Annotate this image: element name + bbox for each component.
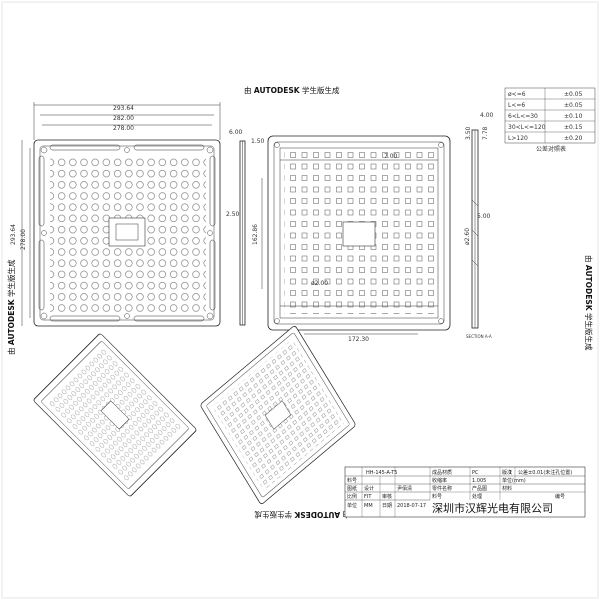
rear-dim-height: 162.86 [252, 224, 259, 245]
isometric-front [33, 333, 197, 497]
svg-text:产品图: 产品图 [472, 485, 487, 492]
tb-material: PC [472, 470, 479, 476]
rear-dim-hole: ø2.00 [311, 280, 328, 287]
svg-text:单位(mm): 单位(mm) [502, 477, 526, 484]
svg-text:由 AUTODESK 学生版生成: 由 AUTODESK 学生版生成 [584, 255, 594, 351]
rear-view: 7.00 162.86 ø2.00 172.30 [252, 135, 451, 343]
svg-text:编号: 编号 [555, 493, 565, 500]
svg-text:零件名称: 零件名称 [432, 485, 452, 492]
svg-text:日期: 日期 [382, 503, 392, 509]
svg-text:FIT: FIT [364, 494, 372, 500]
svg-text:材料: 材料 [502, 485, 512, 492]
section-dim-lip: 4.00 [480, 112, 494, 119]
side-dim-lip: 1.50 [251, 138, 265, 145]
isometric-rear [200, 326, 356, 504]
tol-value-4: ±0.20 [564, 135, 583, 142]
svg-text:尹佰清: 尹佰清 [397, 485, 412, 492]
tb-material-label: 成品材质 [432, 469, 452, 476]
section-dim-depth: 3.50 [465, 126, 472, 140]
title-block: HH-145-A-T5 成品材质 PC 版次 1 公差±0.01(未注孔位置) … [344, 466, 586, 518]
tb-rev: 1 [509, 470, 512, 476]
svg-text:单位: 单位 [347, 502, 357, 509]
tol-range-2: 6<L<=30 [508, 113, 538, 120]
tol-value-1: ±0.05 [564, 102, 583, 109]
svg-text:图纸: 图纸 [347, 485, 357, 492]
tol-range-4: L>120 [508, 135, 528, 142]
tol-caption: 公差对照表 [536, 145, 566, 153]
tol-value-3: ±0.15 [564, 124, 583, 131]
svg-text:设计: 设计 [364, 485, 374, 492]
section-dim-hole: ø2.60 [464, 228, 471, 245]
front-dim-overall: 293.64 [113, 105, 134, 112]
section-label: SECTION A-A [466, 334, 492, 339]
tolerance-table: ø<=6 ±0.05 L<=6 ±0.05 6<L<=30 ±0.10 30<L… [504, 87, 596, 153]
watermark-bottom: 由 AUTODESK 学生版生成 [254, 510, 350, 520]
watermark-left: 由 AUTODESK 学生版生成 [6, 259, 16, 355]
tol-range-0: ø<=6 [508, 91, 526, 98]
tb-company: 深圳市汉辉光电有限公司 [432, 501, 553, 515]
front-dim-height-inner: 278.00 [20, 229, 27, 250]
front-dim-holes: 278.00 [113, 125, 134, 132]
svg-text:收缩率: 收缩率 [432, 477, 447, 484]
svg-text:处理: 处理 [472, 493, 482, 500]
tol-range-1: L<=6 [508, 102, 525, 109]
side-dim-step: 2.50 [226, 211, 240, 218]
svg-text:料号: 料号 [347, 477, 357, 484]
section-dim-offset: 5.00 [477, 213, 491, 220]
front-view: 293.64 282.00 278.00 293.64 278.00 [10, 102, 221, 327]
side-view: 6.00 1.50 2.50 [226, 129, 265, 326]
section-view: 4.00 3.50 7.78 ø2.60 5.00 SECTION A-A [464, 112, 494, 339]
tol-value-2: ±0.10 [564, 113, 583, 120]
svg-text:由 AUTODESK 学生版生成: 由 AUTODESK 学生版生成 [6, 259, 16, 355]
rear-dim-width: 172.30 [348, 336, 369, 343]
svg-text:由 AUTODESK 学生版生成: 由 AUTODESK 学生版生成 [244, 85, 340, 95]
watermark-right: 由 AUTODESK 学生版生成 [584, 255, 594, 351]
tol-value-0: ±0.05 [564, 91, 583, 98]
svg-text:比例: 比例 [347, 493, 357, 500]
tb-part-no: HH-145-A-T5 [366, 470, 397, 476]
svg-text:2018-07-17: 2018-07-17 [397, 503, 426, 509]
svg-text:由 AUTODESK 学生版生成: 由 AUTODESK 学生版生成 [254, 510, 350, 520]
rear-dim-pitch: 7.00 [384, 153, 398, 160]
side-dim-thickness: 6.00 [229, 129, 243, 136]
svg-text:料号: 料号 [432, 493, 442, 500]
tb-tol-note: 公差±0.01(未注孔位置) [518, 469, 572, 476]
front-dim-height: 293.64 [10, 224, 17, 245]
svg-text:1.005: 1.005 [472, 478, 486, 484]
front-dim-inner: 282.00 [113, 115, 134, 122]
tb-rev-label: 版次 [502, 469, 512, 476]
tol-range-3: 30<L<=120 [508, 124, 546, 131]
section-dim-rib: 7.78 [482, 126, 489, 140]
svg-text:审核: 审核 [382, 493, 392, 500]
watermark-top: 由 AUTODESK 学生版生成 [244, 85, 340, 95]
svg-text:MM: MM [364, 503, 373, 509]
